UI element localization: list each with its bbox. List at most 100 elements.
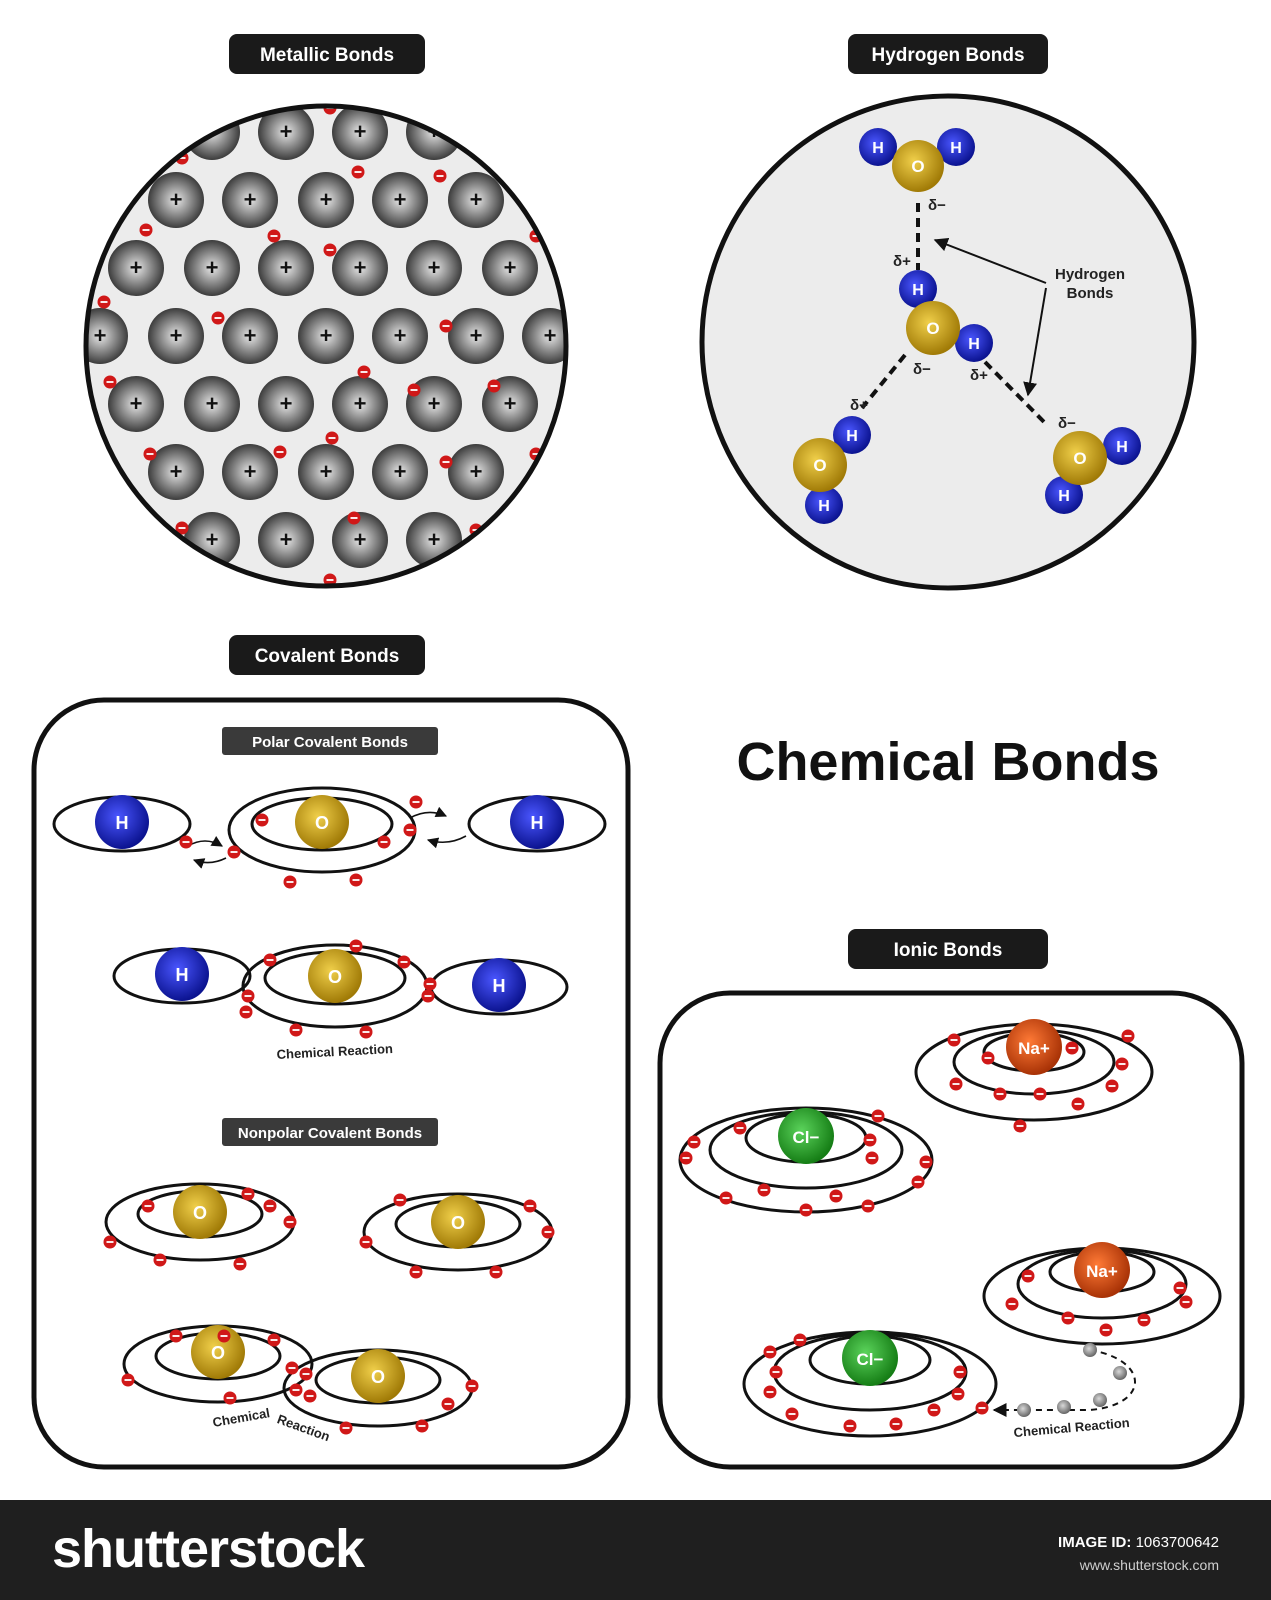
electron	[143, 447, 157, 461]
svg-text:+: +	[504, 255, 517, 280]
svg-text:+: +	[428, 391, 441, 416]
electron	[339, 1421, 353, 1435]
svg-text:+: +	[354, 391, 367, 416]
svg-text:+: +	[470, 459, 483, 484]
svg-text:+: +	[94, 323, 107, 348]
metal-cation: +	[332, 106, 388, 160]
electron	[299, 1367, 313, 1381]
electron	[153, 1253, 167, 1267]
electron	[769, 1365, 783, 1379]
electron	[323, 573, 337, 586]
electron	[911, 1175, 925, 1189]
metal-cation: +	[148, 444, 204, 500]
metal-cation: +	[258, 106, 314, 160]
metal-cation: +	[332, 512, 388, 568]
svg-text:H: H	[872, 140, 884, 157]
electron	[863, 1133, 877, 1147]
metal-cation: +	[222, 308, 278, 364]
electron	[1105, 1079, 1119, 1093]
svg-text:H: H	[846, 428, 858, 445]
electron	[541, 1225, 555, 1239]
svg-text:+: +	[244, 187, 257, 212]
electron	[1005, 1297, 1019, 1311]
electron	[1115, 1057, 1129, 1071]
electron	[285, 1361, 299, 1375]
metal-cation: +	[406, 240, 462, 296]
electron	[217, 1329, 231, 1343]
electron	[169, 1329, 183, 1343]
electron	[1013, 1119, 1027, 1133]
electron	[1061, 1311, 1075, 1325]
metal-cation: +	[298, 444, 354, 500]
water-molecule-top: H H O δ−	[859, 128, 975, 214]
image-id-block: IMAGE ID: 1063700642 www.shutterstock.co…	[1058, 1532, 1219, 1576]
metal-cation: +	[258, 240, 314, 296]
electron	[861, 1199, 875, 1213]
electron	[523, 1199, 537, 1213]
svg-text:Ionic Bonds: Ionic Bonds	[894, 940, 1003, 961]
electron	[103, 1235, 117, 1249]
electron	[865, 1151, 879, 1165]
svg-text:+: +	[130, 391, 143, 416]
electron	[267, 1333, 281, 1347]
metallic-bonds-header: Metallic Bonds	[229, 34, 425, 74]
svg-text:+: +	[394, 323, 407, 348]
svg-text:+: +	[280, 119, 293, 144]
covalent-bonds-header: Covalent Bonds	[229, 635, 425, 675]
svg-text:O: O	[328, 967, 342, 987]
electron	[289, 1023, 303, 1037]
electron	[283, 1215, 297, 1229]
electron	[719, 1191, 733, 1205]
electron	[139, 223, 153, 237]
electron	[359, 1235, 373, 1249]
svg-text:+: +	[354, 255, 367, 280]
electron	[273, 445, 287, 459]
svg-text:+: +	[354, 527, 367, 552]
metal-lattice: +++++++++++++++++++++++++++++++++++++	[86, 106, 566, 586]
metal-cation: +	[86, 308, 128, 364]
svg-text:H: H	[493, 976, 506, 996]
svg-text:δ+: δ+	[850, 397, 868, 414]
electron	[179, 835, 193, 849]
svg-text:+: +	[206, 255, 219, 280]
svg-text:O: O	[371, 1367, 385, 1387]
svg-text:O: O	[1073, 449, 1086, 468]
svg-text:O: O	[193, 1203, 207, 1223]
metal-cation: +	[522, 308, 566, 364]
ionic-electrons	[679, 1029, 1193, 1433]
electron	[1137, 1313, 1151, 1327]
electron	[255, 813, 269, 827]
svg-text:+: +	[206, 391, 219, 416]
electron	[211, 311, 225, 325]
metal-cation: +	[448, 444, 504, 500]
svg-text:+: +	[170, 459, 183, 484]
electron	[927, 1403, 941, 1417]
metal-cation: +	[184, 240, 240, 296]
svg-text:O: O	[926, 319, 939, 338]
svg-text:+: +	[244, 323, 257, 348]
electron	[889, 1417, 903, 1431]
svg-text:Cl−: Cl−	[857, 1350, 884, 1369]
polar-covalent-header: Polar Covalent Bonds	[222, 727, 438, 755]
electron	[1065, 1041, 1079, 1055]
electron	[785, 1407, 799, 1421]
metallic-panel: +++++++++++++++++++++++++++++++++++++	[83, 103, 569, 589]
polar-row-reactants: H H O	[52, 786, 607, 874]
electron	[679, 1151, 693, 1165]
svg-text:δ+: δ+	[893, 253, 911, 270]
electron	[487, 379, 501, 393]
electron	[357, 365, 371, 379]
svg-text:H: H	[531, 813, 544, 833]
metal-cation: +	[108, 376, 164, 432]
electron	[97, 295, 111, 309]
electron	[103, 375, 117, 389]
electron	[409, 1265, 423, 1279]
footer-bar: shutterstock IMAGE ID: 1063700642 www.sh…	[0, 1500, 1271, 1600]
water-molecule-right: δ− H H O	[1045, 415, 1141, 514]
electron	[799, 1203, 813, 1217]
electron	[947, 1033, 961, 1047]
electron	[397, 955, 411, 969]
metal-cation: +	[258, 376, 314, 432]
electron	[953, 1365, 967, 1379]
electron	[289, 1383, 303, 1397]
